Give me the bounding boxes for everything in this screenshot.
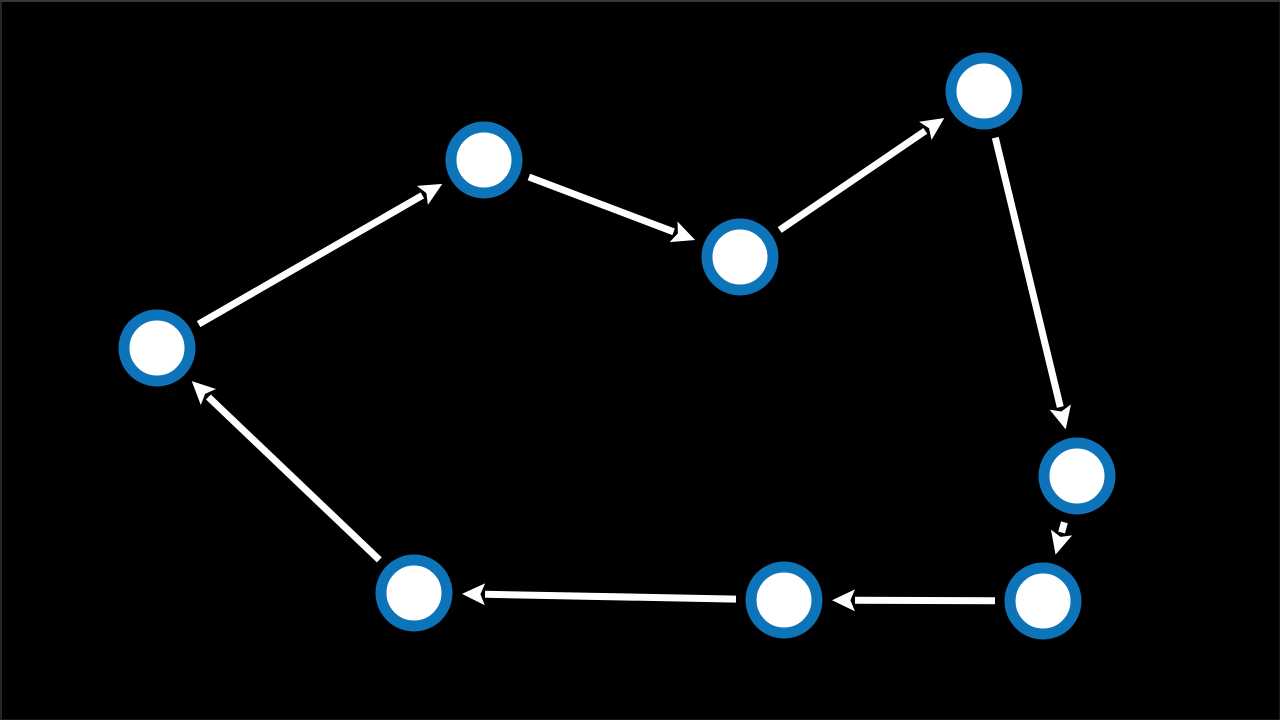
graph-edge-node-bottom-right-to-node-bottom-center	[832, 589, 996, 612]
graph-edge-node-bottom-center-to-node-bottom-left	[462, 583, 737, 606]
graph-node-left	[118, 309, 196, 387]
graph-edge-node-right-to-node-bottom-right	[1050, 521, 1073, 555]
graph-node-upper-mid	[445, 121, 523, 199]
graph-node-center	[701, 218, 779, 296]
graph-edge-node-upper-mid-to-node-center	[527, 173, 696, 243]
graph-node-top-right	[945, 52, 1023, 130]
graph-node-right	[1038, 437, 1116, 515]
graph-node-bottom-right	[1004, 562, 1082, 640]
graph-node-bottom-left	[375, 554, 453, 632]
graph-edge-node-top-right-to-node-right	[991, 136, 1071, 430]
graph-edge-node-left-to-node-upper-mid	[196, 183, 443, 328]
graph-node-bottom-center	[745, 561, 823, 639]
graph-edge-node-center-to-node-top-right	[777, 117, 945, 233]
graph-edge-node-bottom-left-to-node-left	[191, 381, 382, 563]
